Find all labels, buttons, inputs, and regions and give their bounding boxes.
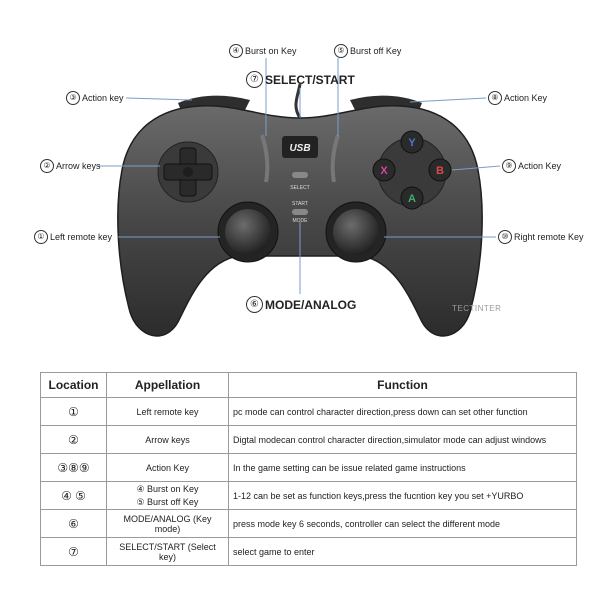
callout-number: ① bbox=[34, 230, 48, 244]
header-appellation: Appellation bbox=[106, 372, 229, 398]
function-table: Location Appellation Function ① Left rem… bbox=[40, 372, 577, 566]
callout-burst-on: ④ Burst on Key bbox=[229, 44, 297, 58]
callout-action-right: ⑨ Action Key bbox=[502, 159, 561, 173]
table-row: ① Left remote key pc mode can control ch… bbox=[40, 397, 577, 426]
y-button-label: Y bbox=[408, 137, 416, 149]
usb-cable bbox=[294, 83, 302, 119]
y-button bbox=[400, 130, 424, 154]
cell-function: In the game setting can be issue related… bbox=[228, 453, 577, 482]
start-label: START bbox=[292, 201, 308, 207]
callout-label: Action Key bbox=[504, 93, 548, 103]
b-button bbox=[428, 158, 452, 182]
callout-number: ⑩ bbox=[498, 230, 512, 244]
callout-label: Arrow keys bbox=[56, 161, 101, 171]
callout-burst-off: ⑤ Burst off Key bbox=[334, 44, 401, 58]
header-function: Function bbox=[228, 372, 577, 398]
appellation-burst-off: ⑤ Burst off Key bbox=[136, 496, 199, 507]
cell-appellation: Arrow keys bbox=[106, 425, 229, 454]
callout-label: SELECT/START bbox=[265, 72, 355, 87]
cell-function: press mode key 6 seconds, controller can… bbox=[228, 509, 577, 538]
cell-location: ① bbox=[40, 397, 107, 426]
cell-function: Digtal modecan control character directi… bbox=[228, 425, 577, 454]
table-row: ② Arrow keys Digtal modecan control char… bbox=[40, 425, 577, 454]
table-row: ⑥ MODE/ANALOG (Key mode) press mode key … bbox=[40, 509, 577, 538]
callout-arrow-keys: ② Arrow keys bbox=[40, 159, 101, 173]
callout-action-top-right: ⑧ Action Key bbox=[488, 91, 547, 105]
callout-leader-lines bbox=[98, 58, 501, 294]
a-button bbox=[400, 186, 424, 210]
watermark: TECTINTER bbox=[452, 304, 502, 313]
cell-function: pc mode can control character direction,… bbox=[228, 397, 577, 426]
start-button bbox=[292, 209, 308, 215]
cell-appellation: ④ Burst on Key ⑤ Burst off Key bbox=[106, 481, 229, 510]
table-row: ⑦ SELECT/START (Select key) select game … bbox=[40, 537, 577, 566]
cell-location: ④ ⑤ bbox=[40, 481, 107, 510]
callout-number: ② bbox=[40, 159, 54, 173]
cell-location: ⑦ bbox=[40, 537, 107, 566]
table-row: ④ ⑤ ④ Burst on Key ⑤ Burst off Key 1-12 … bbox=[40, 481, 577, 510]
face-buttons: Y X B A bbox=[372, 130, 452, 210]
cell-appellation: MODE/ANALOG (Key mode) bbox=[106, 509, 229, 538]
callout-number: ⑦ bbox=[246, 71, 263, 88]
callout-select-start: ⑦ SELECT/START bbox=[246, 71, 355, 88]
callout-action-left: ③ Action key bbox=[66, 91, 124, 105]
callout-label: Right remote Key bbox=[514, 232, 584, 242]
callout-number: ⑧ bbox=[488, 91, 502, 105]
select-button bbox=[292, 172, 308, 178]
gamepad-illustration: USB SELECT START MODE Y X B A bbox=[98, 58, 501, 337]
cell-function: 1-12 can be set as function keys,press t… bbox=[228, 481, 577, 510]
select-label: SELECT bbox=[290, 185, 309, 191]
usb-plate bbox=[282, 136, 318, 158]
callout-label: Action key bbox=[82, 93, 124, 103]
usb-logo: USB bbox=[289, 143, 310, 154]
cell-location: ③⑧⑨ bbox=[40, 453, 107, 482]
callout-left-remote: ① Left remote key bbox=[34, 230, 112, 244]
callout-number: ④ bbox=[229, 44, 243, 58]
callout-label: Action Key bbox=[518, 161, 562, 171]
callout-number: ⑥ bbox=[246, 296, 263, 313]
burst-on-switch bbox=[260, 134, 270, 183]
table-header-row: Location Appellation Function bbox=[40, 372, 577, 398]
x-button bbox=[372, 158, 396, 182]
cell-location: ② bbox=[40, 425, 107, 454]
appellation-burst-on: ④ Burst on Key bbox=[136, 483, 199, 494]
controller-diagram: USB SELECT START MODE Y X B A bbox=[34, 44, 584, 337]
callout-mode-analog: ⑥ MODE/ANALOG bbox=[246, 296, 356, 313]
left-analog-stick bbox=[217, 201, 279, 263]
x-button-label: X bbox=[380, 165, 388, 177]
cell-appellation: Left remote key bbox=[106, 397, 229, 426]
b-button-label: B bbox=[436, 165, 444, 177]
callout-label: Burst on Key bbox=[245, 46, 297, 56]
cell-function: select game to enter bbox=[228, 537, 577, 566]
cell-appellation: Action Key bbox=[106, 453, 229, 482]
arrow-keys bbox=[157, 141, 219, 203]
callout-number: ⑨ bbox=[502, 159, 516, 173]
a-button-label: A bbox=[408, 193, 416, 205]
mode-label: MODE bbox=[293, 218, 309, 224]
table-row: ③⑧⑨ Action Key In the game setting can b… bbox=[40, 453, 577, 482]
callout-number: ⑤ bbox=[334, 44, 348, 58]
header-location: Location bbox=[40, 372, 107, 398]
burst-off-switch bbox=[330, 134, 340, 183]
callout-label: Left remote key bbox=[50, 232, 113, 242]
callout-label: Burst off Key bbox=[350, 46, 402, 56]
right-analog-stick bbox=[325, 201, 387, 263]
cell-appellation: SELECT/START (Select key) bbox=[106, 537, 229, 566]
callout-label: MODE/ANALOG bbox=[265, 297, 357, 312]
callout-right-remote: ⑩ Right remote Key bbox=[498, 230, 584, 244]
callout-number: ③ bbox=[66, 91, 80, 105]
cell-location: ⑥ bbox=[40, 509, 107, 538]
